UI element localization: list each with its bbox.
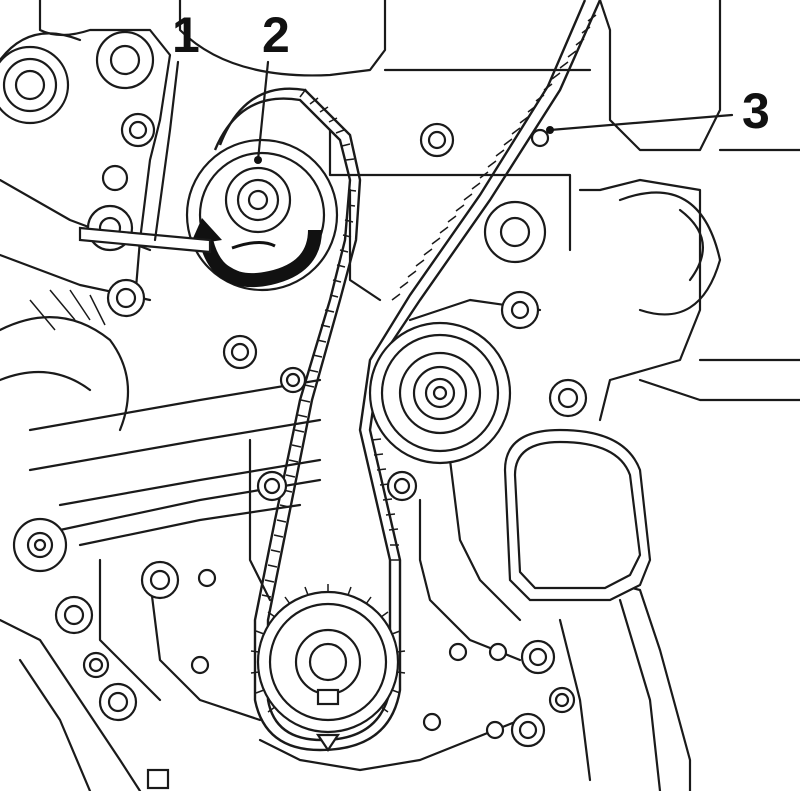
locking-pin-tool (78, 226, 212, 254)
bolt (510, 712, 546, 748)
water-pump (503, 378, 652, 602)
bolt (488, 642, 508, 662)
callout-1: 1 (172, 7, 200, 63)
crankshaft-sprocket (250, 584, 406, 752)
camshaft-sprocket (185, 138, 339, 292)
bolt (448, 642, 468, 662)
bolt (146, 768, 170, 790)
upper-left-pulleys (0, 30, 155, 252)
bolt (190, 655, 210, 675)
bolt (386, 470, 418, 502)
bolts (54, 112, 576, 790)
bolt (485, 720, 505, 740)
bolt (422, 712, 442, 732)
bolt (419, 122, 455, 158)
bolt (106, 278, 146, 318)
bolt (548, 686, 576, 714)
bolt (82, 651, 110, 679)
bolt (98, 682, 138, 722)
bolt (256, 470, 288, 502)
left-pulley (12, 517, 68, 573)
bolt (197, 568, 217, 588)
bolt (120, 112, 156, 148)
bolt (222, 334, 258, 370)
idler-pulley-small-upper (483, 200, 547, 330)
idler-pulley-large (368, 321, 512, 465)
callout-2: 2 (262, 7, 290, 63)
bolt (140, 560, 180, 600)
bolt (520, 639, 556, 675)
leader-lines (153, 60, 734, 242)
callout-3: 3 (742, 83, 770, 139)
bolt (530, 128, 550, 148)
bolt (279, 366, 307, 394)
bolt (54, 595, 94, 635)
